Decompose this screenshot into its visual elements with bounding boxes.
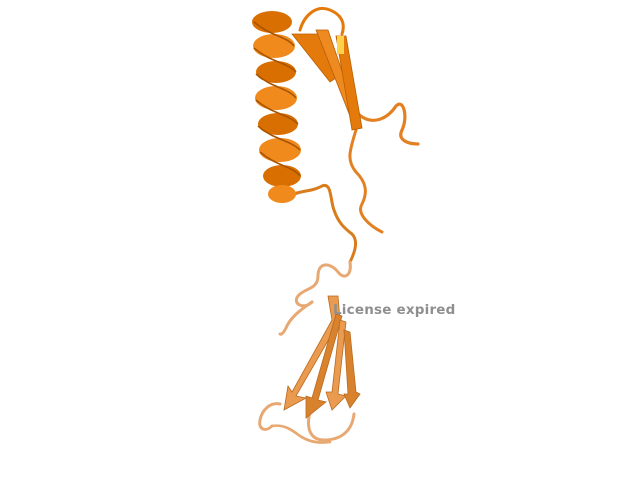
lower-beta-sheet	[283, 295, 361, 419]
upper-loop	[288, 183, 358, 264]
helix-turn	[258, 113, 298, 135]
beta-strand-highlight	[337, 36, 344, 54]
lower-loop	[295, 260, 352, 308]
lower-loop	[307, 410, 356, 442]
helix-turn	[259, 138, 301, 162]
lower-loop	[278, 300, 314, 336]
lower-loop	[270, 424, 332, 444]
beta-strand	[343, 329, 361, 409]
helix-ridges	[253, 21, 301, 177]
lower-loop	[258, 402, 282, 431]
beta-strand	[283, 295, 341, 411]
helix-turn	[256, 61, 296, 83]
alpha-helix	[252, 11, 301, 203]
helix-turn	[253, 34, 295, 58]
upper-loop	[354, 102, 420, 146]
upper-loop-group	[288, 7, 420, 264]
beta-strand	[305, 313, 343, 419]
upper-loop	[348, 128, 384, 234]
helix-turn	[255, 86, 297, 110]
upper-loop	[298, 7, 345, 36]
upper-beta-hairpin	[291, 29, 363, 131]
lower-loop-group	[258, 260, 356, 444]
helix-turn	[263, 165, 301, 187]
license-watermark: License expired	[333, 302, 456, 318]
helix-turn	[268, 185, 296, 203]
helix-turn	[252, 11, 292, 33]
